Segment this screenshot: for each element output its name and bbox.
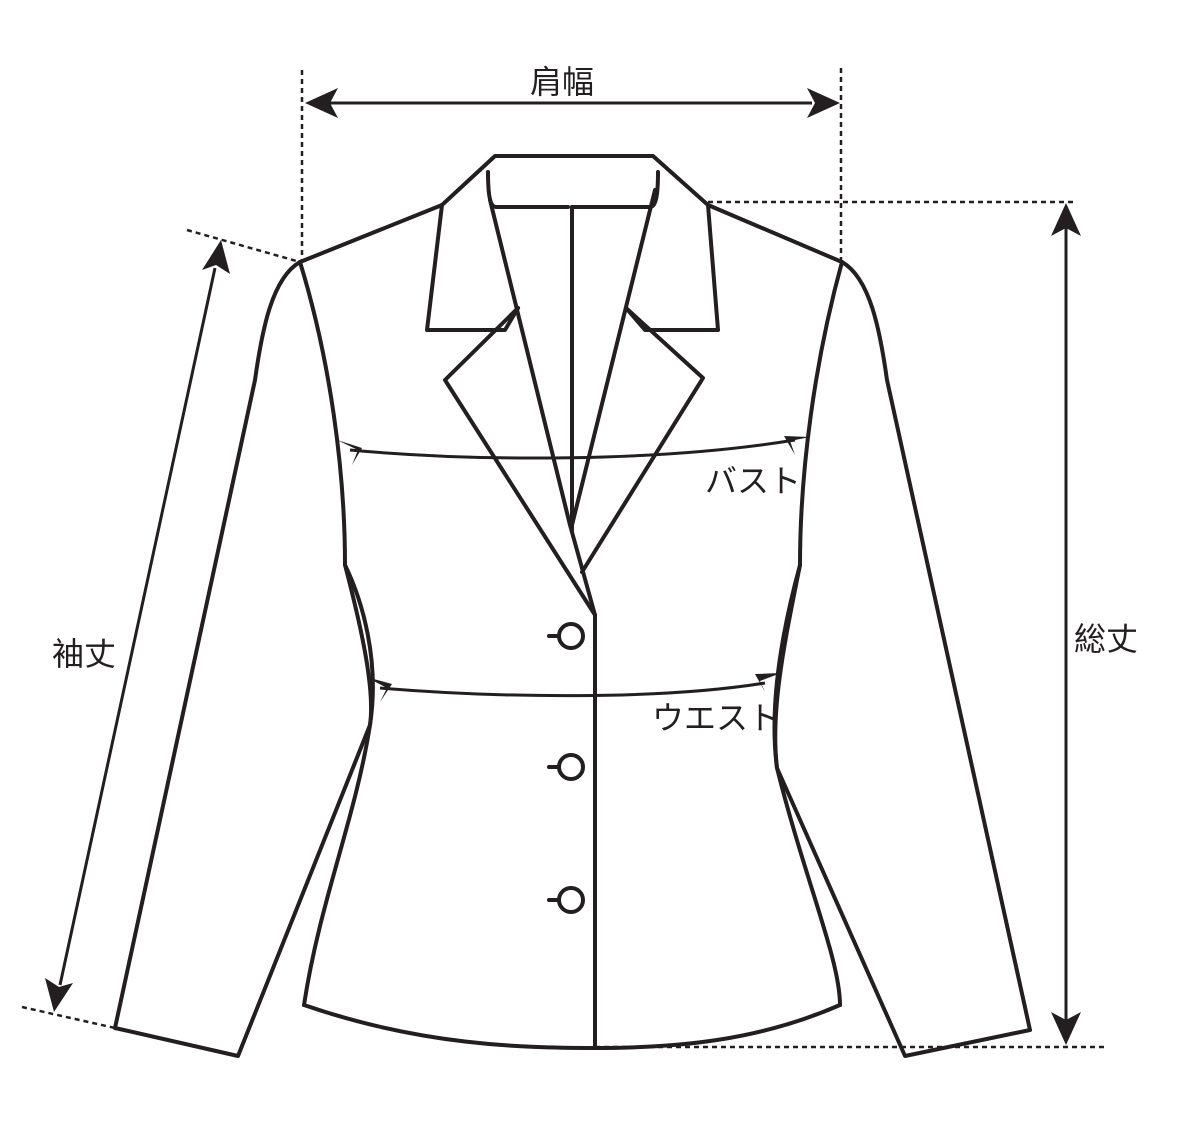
arrow-right-head (807, 88, 840, 118)
total-length-label: 総丈 (1074, 620, 1138, 658)
jacket-outline (113, 154, 1032, 1058)
bust-measure: バスト (337, 436, 810, 500)
sleeve-guide-top (186, 228, 301, 264)
shoulder-width-measure: 肩幅 (300, 63, 843, 262)
total-length-measure: 総丈 (595, 200, 1138, 1049)
hem (302, 1003, 842, 1050)
right-neckline (570, 170, 660, 209)
right-body-side (773, 260, 844, 1007)
left-sleeve (113, 260, 375, 1058)
waist-label: ウエスト (652, 699, 780, 737)
sleeve-guide-bottom (21, 1005, 116, 1030)
sleeve-length-line (58, 267, 217, 986)
sleeve-arrow-bottom-head (45, 978, 73, 1012)
right-sleeve (772, 260, 1032, 1058)
bust-arrow-left-head (337, 440, 362, 465)
total-arrow-bottom-head (1051, 1012, 1081, 1045)
sleeve-length-measure: 袖丈 (21, 228, 301, 1030)
left-body-side (298, 260, 374, 1007)
waist-arrow-right-head (755, 673, 781, 692)
waist-arrow-left-head (366, 677, 392, 702)
bust-line (349, 438, 796, 460)
button-3 (547, 886, 585, 914)
arrow-left-head (305, 88, 338, 118)
right-shoulder (706, 203, 844, 264)
left-collar (425, 203, 520, 332)
bust-arrow-right-head (784, 436, 810, 455)
waist-line (379, 681, 766, 698)
right-collar (624, 203, 720, 332)
left-front-edge (488, 198, 597, 617)
left-shoulder (298, 203, 444, 264)
left-lapel (443, 306, 597, 617)
buttons (547, 622, 585, 914)
button-2 (547, 753, 585, 781)
shoulder-width-label: 肩幅 (530, 63, 594, 101)
bust-label: バスト (705, 462, 801, 500)
left-neckline (486, 170, 570, 209)
total-arrow-top-head (1051, 203, 1081, 236)
collar-stand (440, 154, 710, 207)
sleeve-arrow-top-head (202, 240, 230, 274)
right-front-edge (570, 188, 657, 527)
button-1 (547, 622, 585, 650)
right-lapel (580, 306, 705, 574)
waist-measure: ウエスト (366, 673, 781, 737)
sleeve-length-label: 袖丈 (52, 635, 116, 673)
